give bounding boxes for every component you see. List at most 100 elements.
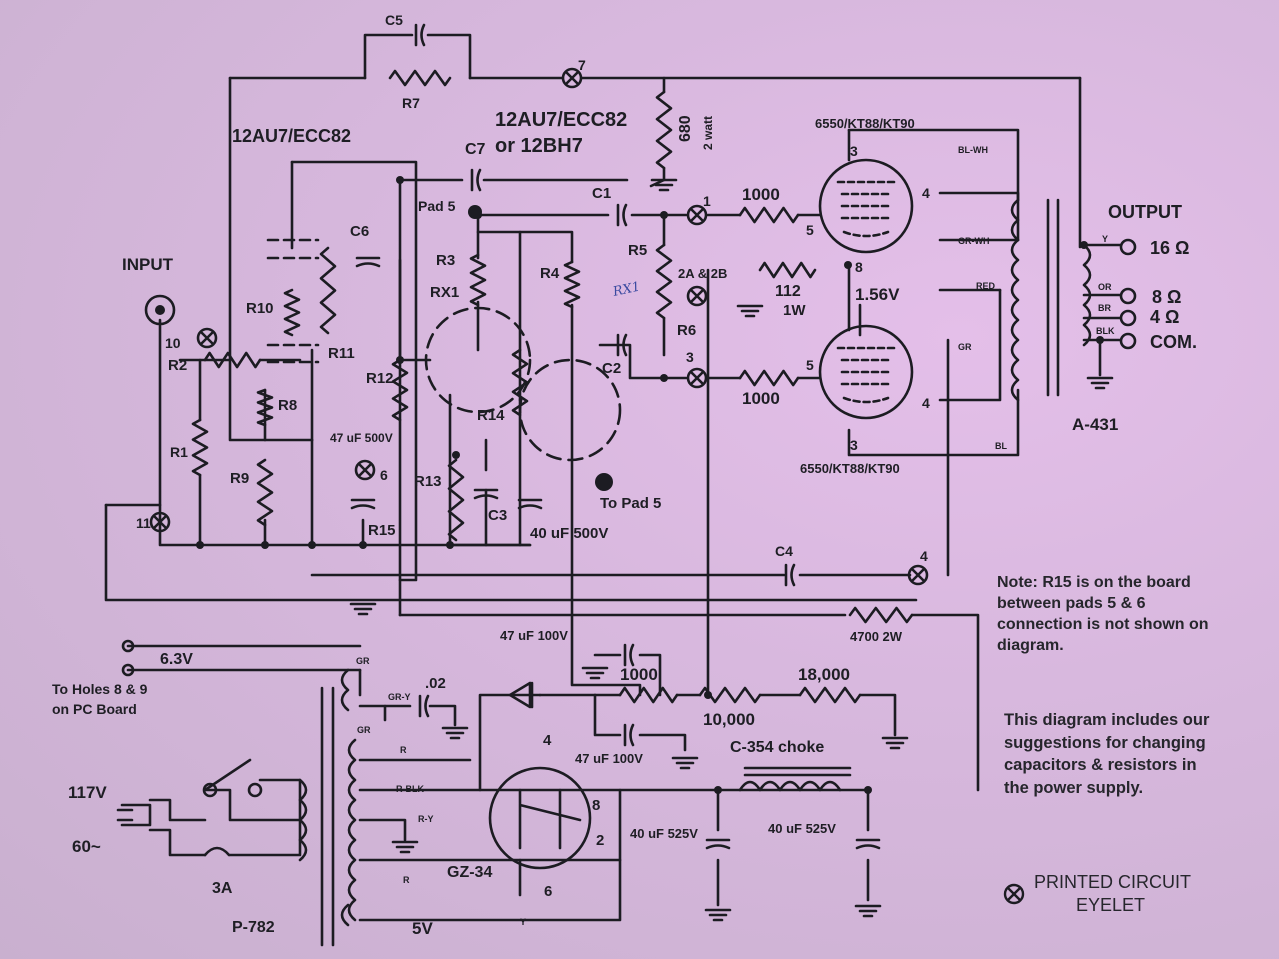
to-pad5-dot (595, 473, 613, 491)
resistor-r12 (391, 358, 409, 422)
output-tube-top (818, 158, 914, 254)
legend-line2: EYELET (1076, 895, 1146, 915)
label-rpin4: 4 (543, 732, 552, 749)
rectifier-elements (518, 788, 582, 850)
mains-plug (116, 803, 152, 827)
eyelet-4-x (910, 567, 926, 583)
diode (508, 681, 534, 709)
eyelet-6 (354, 459, 376, 481)
eyelet-3-x (689, 370, 705, 386)
label-c-40-500: 40 uF 500V (530, 525, 608, 542)
label-r1000-top: 1000 (742, 185, 780, 204)
label-eyelet3: 3 (686, 349, 694, 365)
label-r12: R12 (366, 370, 394, 387)
label-r14: R14 (477, 407, 505, 424)
ground-symbol-4 (441, 726, 469, 740)
label-gr-y: GR-Y (388, 692, 411, 702)
resistor-r4 (563, 260, 581, 309)
label-eyelet6: 6 (380, 467, 388, 483)
label-r6: R6 (677, 322, 696, 339)
label-eyelet11: 11 (136, 515, 151, 531)
r15-note: Note: R15 is on the board between pads 5… (997, 574, 1209, 654)
label-r10: R10 (246, 300, 274, 317)
junction-dot-2 (660, 211, 668, 219)
power-transformer-secondary (347, 738, 357, 922)
wire (426, 33, 472, 80)
choke-core (743, 766, 852, 777)
eyelet-2-x (689, 288, 705, 304)
output-transformer-core (1046, 198, 1060, 397)
capacitor-002 (418, 694, 430, 718)
choke-coil (738, 780, 842, 792)
capacitor-47uf-a (623, 643, 635, 667)
label-r11: R11 (328, 345, 355, 362)
label-output: OUTPUT (1108, 202, 1182, 222)
label-pin3: 3 (850, 143, 858, 159)
ground-symbol-0 (650, 178, 678, 192)
resistor-r8 (256, 388, 274, 427)
label-tap16: 16 Ω (1150, 238, 1189, 258)
label-r3: R3 (436, 252, 455, 269)
resistor-r112 (758, 261, 817, 279)
eyelet-7-x (564, 70, 580, 86)
eyelet-legend-icon (1003, 883, 1025, 905)
junction-dot-12 (844, 261, 852, 269)
wire (228, 76, 314, 442)
input-jack-center (155, 305, 165, 315)
ground-symbol-8 (704, 908, 732, 922)
label-tap4: 4 Ω (1150, 307, 1179, 327)
pad5-dot (468, 205, 482, 219)
filament-windings (340, 668, 350, 927)
resistor-r680 (655, 90, 673, 170)
label-red: RED (976, 281, 996, 291)
label-v63: 6.3V (160, 651, 193, 668)
label-r1000-ps: 1000 (620, 665, 658, 684)
label-xgr2: GR (357, 725, 371, 735)
label-c6: C6 (350, 223, 369, 240)
capacitor-40uf-525v-a (705, 838, 731, 850)
label-c4: C4 (775, 543, 793, 559)
driver-tube-b (518, 358, 622, 462)
wire (158, 318, 532, 547)
junction-dot-11 (704, 691, 712, 699)
label-pin5: 5 (806, 357, 814, 373)
power-transformer-primary (298, 778, 308, 862)
junction-dot-15 (714, 786, 722, 794)
label-pin8: 8 (855, 259, 863, 275)
ground-symbol-3 (581, 666, 609, 680)
capacitor-40uf-525v-b (855, 838, 881, 850)
capacitor-40uf-500v (517, 498, 543, 510)
eyelet-1 (686, 204, 708, 226)
junction-dot-9 (196, 541, 204, 549)
label-rpin6: 6 (544, 883, 552, 900)
label-v117: 117V (68, 783, 107, 802)
wire (358, 818, 407, 842)
resistor-r1000-top (738, 206, 800, 224)
power-transformer-core (320, 686, 335, 947)
label-bias-v: 1.56V (855, 285, 900, 304)
capacitor-c1 (616, 203, 628, 227)
wire (847, 388, 1020, 457)
label-v2-alt: or 12BH7 (495, 135, 583, 157)
label-c1: C1 (592, 185, 611, 202)
label-pin5: 5 (806, 222, 814, 238)
input-tube-grids (266, 238, 320, 364)
resistor-r1 (191, 418, 209, 477)
rectifier-tube-gz34 (488, 766, 592, 870)
wire (638, 653, 662, 697)
eyelet-11 (149, 511, 171, 533)
wire (858, 693, 897, 737)
label-xrblk: R-BLK (396, 784, 424, 794)
eyelet-10 (196, 327, 218, 349)
label-r4: R4 (540, 265, 560, 282)
wire (598, 343, 666, 380)
wire (938, 191, 1020, 242)
ground-symbol-5 (671, 756, 699, 770)
output-8-terminal (1119, 287, 1137, 305)
label-c47-100-a: 47 uF 100V (500, 628, 568, 643)
label-r13: R13 (414, 473, 442, 490)
junction-dot-16 (864, 786, 872, 794)
resistor-r5 (655, 243, 673, 320)
label-c2: C2 (602, 360, 621, 377)
